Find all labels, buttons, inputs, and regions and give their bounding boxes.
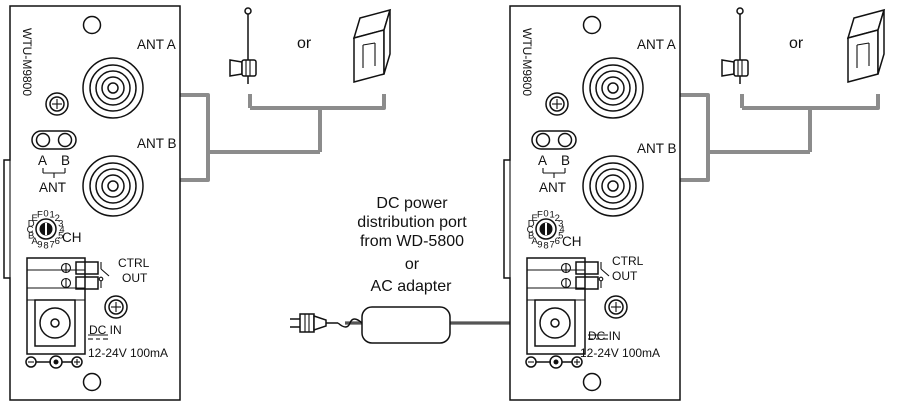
ch-digit: 0 <box>43 209 48 220</box>
power-line-2: distribution port <box>357 214 467 231</box>
out-label: OUT <box>612 269 638 283</box>
model-label: WTU-M9800 <box>20 28 34 96</box>
ch-digit: D <box>528 218 535 229</box>
ch-digit: 1 <box>49 210 54 221</box>
power-source-caption: DC power distribution port from WD-5800 … <box>357 195 467 295</box>
ch-digit: 4 <box>59 225 64 236</box>
led-a-label: A <box>538 153 547 168</box>
ch-digit: C <box>27 225 34 236</box>
ch-digit: 7 <box>549 239 554 250</box>
ch-digit: 8 <box>43 241 48 252</box>
or-label: or <box>297 35 312 52</box>
ch-digit: A <box>532 236 539 247</box>
panel-antenna-icon <box>353 9 391 83</box>
ch-digit: B <box>28 231 34 242</box>
ant-group-label: ANT <box>39 180 66 195</box>
ch-digit: 8 <box>543 241 548 252</box>
ch-digit: 6 <box>55 236 60 247</box>
power-line-3: from WD-5800 <box>360 233 464 250</box>
ch-digit: E <box>32 213 38 224</box>
dc-rating-label: 12-24V 100mA <box>88 346 168 360</box>
ch-digit: C <box>527 225 534 236</box>
ch-digit: F <box>37 210 43 221</box>
ch-digit: 0 <box>543 209 548 220</box>
ant-b-label: ANT B <box>137 136 177 151</box>
ch-digit: 2 <box>555 213 560 224</box>
panel-antenna-icon <box>847 9 885 83</box>
ch-digit: 3 <box>58 218 63 229</box>
ch-digit: E <box>532 213 538 224</box>
power-line-1: DC power <box>376 195 448 212</box>
ant-group-label: ANT <box>539 180 566 195</box>
out-label: OUT <box>122 271 148 285</box>
ch-digit: 7 <box>49 239 54 250</box>
ctrl-label: CTRL <box>118 256 150 270</box>
ant-a-label: ANT A <box>137 37 176 52</box>
ch-digit: 4 <box>559 225 564 236</box>
ch-digit: F <box>537 210 543 221</box>
ch-digit: 1 <box>549 210 554 221</box>
dc-in-label: DC IN <box>588 329 621 343</box>
whip-antenna-icon <box>721 7 749 85</box>
ch-digit: 3 <box>558 218 563 229</box>
ch-digit: 5 <box>58 231 63 242</box>
dc-in-label: DC IN <box>89 323 122 337</box>
ch-digit: 6 <box>555 236 560 247</box>
led-b-label: B <box>561 153 570 168</box>
ch-digit: D <box>28 218 35 229</box>
model-label: WTU-M9800 <box>520 28 534 96</box>
whip-antenna-icon <box>229 7 257 85</box>
power-line-4: or <box>405 256 420 273</box>
ch-digit: A <box>32 236 39 247</box>
ac-adapter <box>290 306 451 344</box>
dc-rating-label: 12-24V 100mA <box>580 346 660 360</box>
ch-label: CH <box>62 230 82 245</box>
ch-label: CH <box>562 234 582 249</box>
ch-digit: 5 <box>558 231 563 242</box>
ant-b-label: ANT B <box>637 141 677 156</box>
plug-icon <box>290 313 338 333</box>
ch-digit: 9 <box>537 239 542 250</box>
ant-a-label: ANT A <box>637 37 676 52</box>
led-a-label: A <box>38 153 47 168</box>
ch-digit: 9 <box>37 239 42 250</box>
led-b-label: B <box>61 153 70 168</box>
ch-digit: 2 <box>55 213 60 224</box>
or-label: or <box>789 35 804 52</box>
ctrl-label: CTRL <box>612 254 644 268</box>
power-line-5: AC adapter <box>371 278 453 295</box>
ch-digit: B <box>528 231 534 242</box>
